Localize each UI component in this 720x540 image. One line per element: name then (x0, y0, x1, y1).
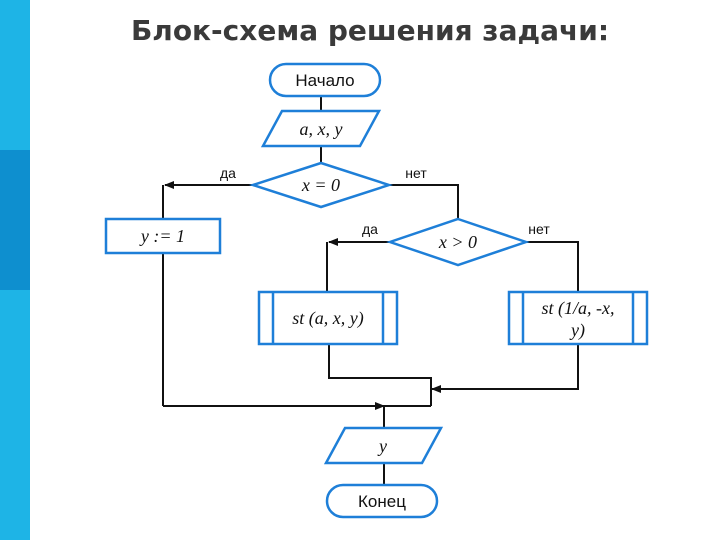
sidebar-accent-band (0, 150, 30, 290)
connector-proc-yes-down (328, 345, 430, 379)
cond1-label: x = 0 (301, 175, 340, 195)
cond2-no-label: нет (528, 221, 550, 237)
arrow-proc-no-merge (431, 345, 579, 393)
input-label: a, x, y (300, 119, 343, 139)
input-block: a, x, y (260, 109, 382, 148)
proc-no-label-line2: y) (569, 320, 585, 341)
connector-cond2-no (526, 241, 579, 291)
page-title: Блок-схема решения задачи: (130, 14, 610, 47)
start-terminal: Начало (268, 62, 382, 98)
end-terminal: Конец (325, 483, 439, 519)
output-label: y (377, 436, 387, 456)
process-no-block: st (1/a, -x, y) (507, 290, 649, 346)
cond1-yes-label: да (220, 165, 236, 181)
cond2-label: x > 0 (438, 232, 477, 252)
process-yes-block: st (a, x, y) (257, 290, 399, 346)
connector-cond1-no (389, 184, 459, 219)
decision-x-gt-0: x > 0 (386, 217, 530, 267)
cond2-yes-label: да (362, 221, 378, 237)
cond1-no-label: нет (405, 165, 427, 181)
assign-block: y := 1 (104, 217, 222, 255)
start-label: Начало (295, 71, 354, 90)
end-label: Конец (358, 492, 406, 511)
proc-yes-label: st (a, x, y) (292, 308, 363, 329)
proc-no-label-line1: st (1/a, -x, (542, 298, 615, 319)
output-block: y (323, 426, 444, 465)
connectors (162, 96, 579, 485)
assign-label: y := 1 (139, 226, 185, 246)
decision-x-eq-0: x = 0 (248, 161, 394, 209)
